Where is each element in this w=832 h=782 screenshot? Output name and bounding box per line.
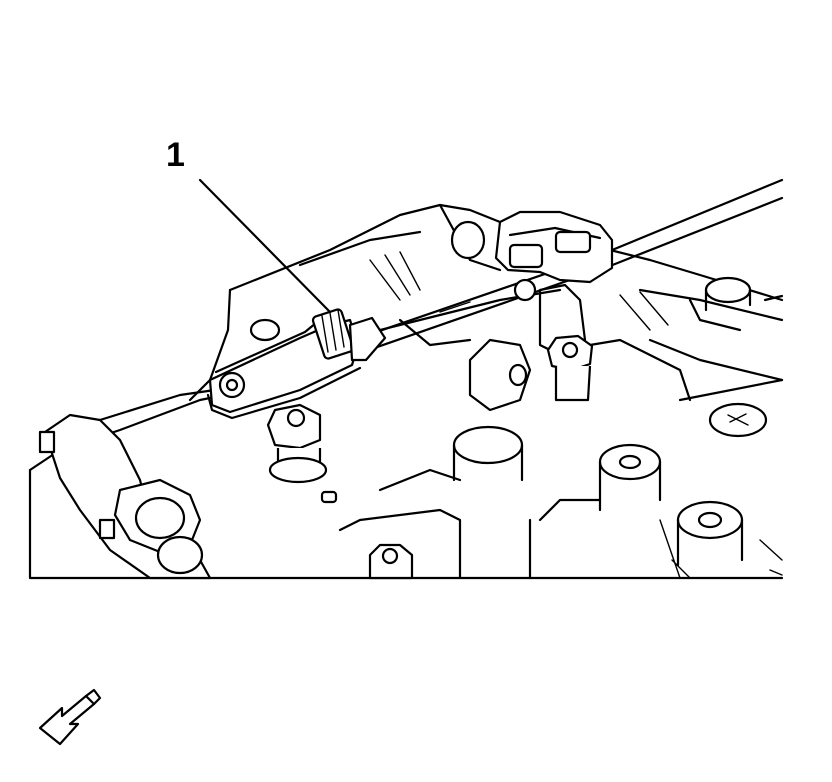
left-end-bracket (38, 413, 212, 580)
callout-target-component (206, 308, 387, 420)
bolt-right (546, 334, 594, 402)
connector-block (494, 210, 614, 357)
boss-cylinders (249, 220, 768, 567)
bolt-center (266, 403, 328, 484)
front-arrow-icon (38, 688, 102, 746)
casting-details (320, 251, 784, 580)
bolt-lower (368, 543, 414, 580)
callout-label-1: 1 (166, 136, 185, 174)
callout-leader-line (198, 178, 332, 314)
